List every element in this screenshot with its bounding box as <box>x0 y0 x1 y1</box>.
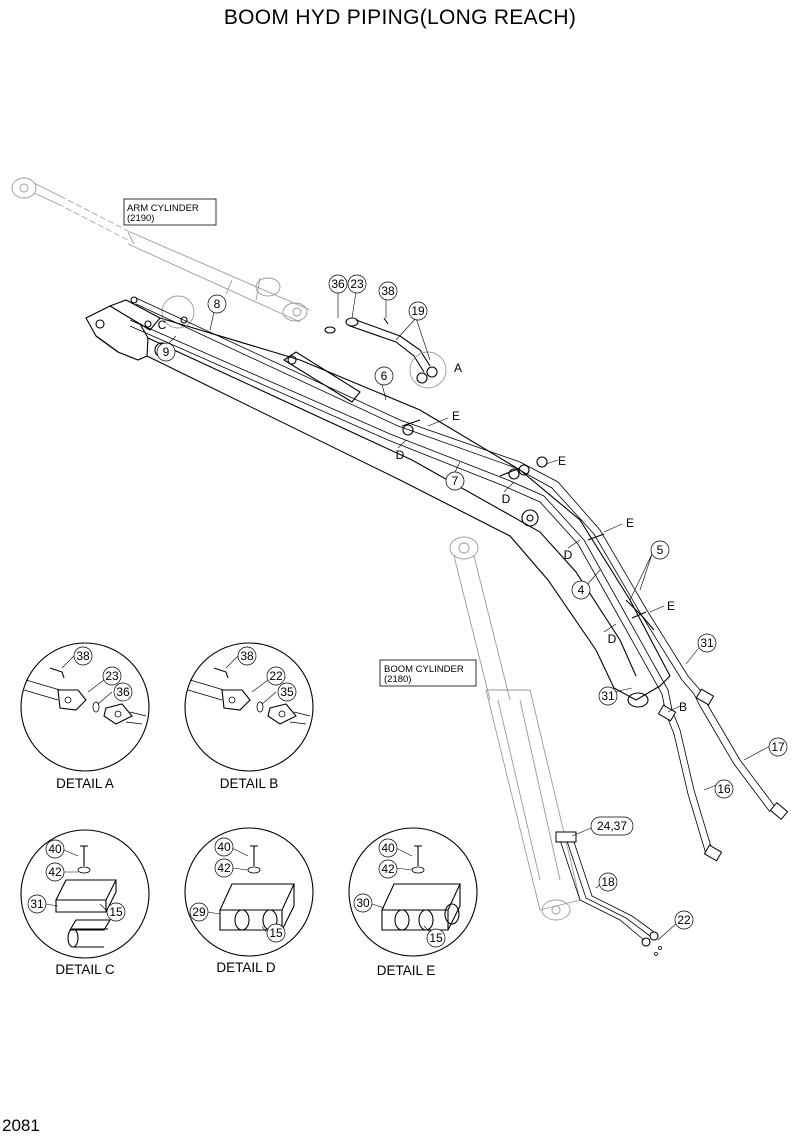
page-title: BOOM HYD PIPING(LONG REACH) <box>223 6 577 29</box>
hose-19 <box>324 317 447 389</box>
callout-31: 31 <box>700 636 714 650</box>
svg-text:BOOM CYLINDER: BOOM CYLINDER <box>384 664 464 675</box>
callout-E: E <box>667 599 675 613</box>
svg-text:(2190): (2190) <box>127 213 154 224</box>
detail-d-caption: DETAIL D <box>216 960 276 975</box>
callout-D: D <box>502 492 511 506</box>
boom-pipes <box>129 296 789 862</box>
callout-A: A <box>454 361 462 375</box>
detail-d-label-15: 15 <box>269 926 283 940</box>
detail-c: 40 42 31 15 DETAIL C <box>20 829 150 977</box>
leader-lines <box>163 291 771 941</box>
detail-a-caption: DETAIL A <box>56 776 114 791</box>
detail-b-label-35: 35 <box>280 685 294 699</box>
detail-e-caption: DETAIL E <box>377 963 436 978</box>
callout-22: 22 <box>677 913 691 927</box>
detail-b: 38 22 35 DETAIL B <box>184 642 314 791</box>
detail-e-label-42: 42 <box>381 862 395 876</box>
callout-23: 23 <box>350 277 364 291</box>
detail-a-label-38: 38 <box>76 649 90 663</box>
callout-7: 7 <box>452 474 459 488</box>
detail-d-label-42: 42 <box>217 861 231 875</box>
callout-17: 17 <box>771 740 785 754</box>
detail-c-label-15: 15 <box>109 905 123 919</box>
callout-E: E <box>626 516 634 530</box>
callout-B: B <box>679 700 687 714</box>
callout-9: 9 <box>163 345 170 359</box>
detail-b-label-22: 22 <box>269 669 283 683</box>
callout-24-37: 24,37 <box>597 819 627 833</box>
detail-c-label-42: 42 <box>48 865 62 879</box>
callout-8: 8 <box>214 297 221 311</box>
detail-d-label-29: 29 <box>192 905 206 919</box>
detail-e-label-40: 40 <box>381 841 395 855</box>
detail-b-caption: DETAIL B <box>220 776 279 791</box>
callout-E: E <box>558 454 566 468</box>
detail-d-label-40: 40 <box>217 840 231 854</box>
detail-c-caption: DETAIL C <box>55 962 115 977</box>
detail-e: 40 42 30 15 DETAIL E <box>348 827 478 978</box>
main-callouts: 36 23 38 19 8 C 9 A 6 E D 7 E D E 5 D 4 … <box>156 274 788 930</box>
callout-D: D <box>608 632 617 646</box>
boom-body <box>85 295 671 708</box>
detail-b-label-38: 38 <box>240 649 254 663</box>
detail-e-label-30: 30 <box>356 896 370 910</box>
detail-c-label-31: 31 <box>30 897 44 911</box>
svg-text:(2180): (2180) <box>384 674 411 685</box>
callout-31: 31 <box>601 689 615 703</box>
boom-cylinder-ref-box: BOOM CYLINDER (2180) <box>379 659 477 687</box>
arm-cylinder-ghost <box>11 177 311 323</box>
svg-text:ARM CYLINDER: ARM CYLINDER <box>127 203 199 214</box>
callout-C: C <box>158 318 167 332</box>
detail-a-label-36: 36 <box>116 685 130 699</box>
callout-38: 38 <box>381 284 395 298</box>
callout-D: D <box>396 448 405 462</box>
callout-36: 36 <box>331 277 345 291</box>
hose-18 <box>555 831 662 956</box>
callout-6: 6 <box>381 369 388 383</box>
detail-c-label-40: 40 <box>48 842 62 856</box>
callout-4: 4 <box>578 583 585 597</box>
callout-16: 16 <box>717 782 731 796</box>
detail-d: 40 42 29 15 DETAIL D <box>184 827 314 975</box>
detail-a: 38 23 36 DETAIL A <box>20 642 150 791</box>
callout-D: D <box>564 548 573 562</box>
callout-5: 5 <box>657 543 664 557</box>
page-number: 2081 <box>2 1116 40 1135</box>
detail-a-label-23: 23 <box>105 669 119 683</box>
callout-E: E <box>452 409 460 423</box>
arm-cylinder-ref-box: ARM CYLINDER (2190) <box>123 198 217 226</box>
detail-e-label-15: 15 <box>429 931 443 945</box>
callout-18: 18 <box>601 875 615 889</box>
callout-19: 19 <box>411 304 425 318</box>
